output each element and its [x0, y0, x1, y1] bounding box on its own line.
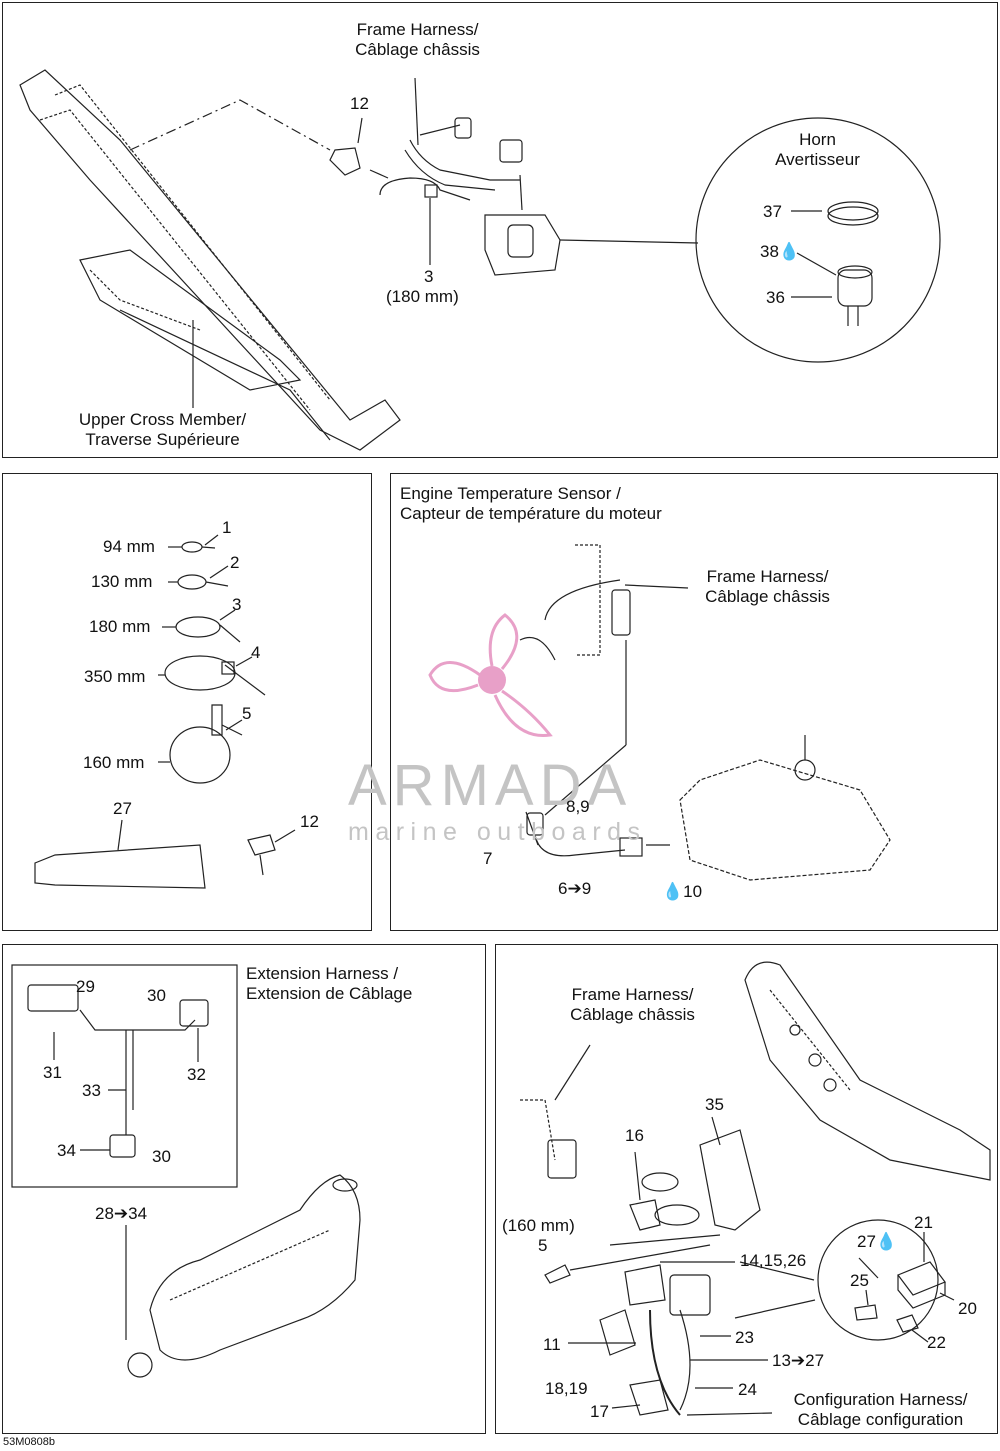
engine-sensor-drawing	[519, 544, 891, 881]
callout-18-19: 18,19	[545, 1379, 588, 1398]
callout-17: 17	[590, 1402, 609, 1421]
frame-harness-label: Frame Harness/Câblage châssis	[355, 20, 480, 59]
callout-14-15-26: 14,15,26	[740, 1251, 807, 1270]
callout-32: 32	[187, 1065, 206, 1084]
callout-31: 31	[43, 1063, 62, 1082]
upper-cross-member-label: Upper Cross Member/Traverse Supérieure	[78, 410, 247, 449]
oil-drop-icon: 💧	[662, 882, 684, 901]
callout-11: 11	[543, 1335, 561, 1354]
callout-38: 38💧	[760, 242, 801, 261]
callout-29: 29	[76, 977, 95, 996]
oil-drop-icon: 💧	[778, 242, 801, 261]
extension-harness-drawing	[11, 964, 361, 1378]
callout-22: 22	[927, 1333, 946, 1352]
configuration-harness-drawing	[520, 961, 991, 1416]
callout-27: 27	[113, 799, 132, 818]
tie-size-5: 160 mm	[83, 753, 145, 772]
tie-num-1: 1	[222, 518, 232, 537]
callout-16: 16	[625, 1126, 644, 1145]
panel-extension-harness	[2, 944, 486, 1434]
configuration-harness-label: Configuration Harness/Câblage configurat…	[793, 1390, 968, 1429]
callout-37: 37	[763, 202, 782, 221]
config-frame-harness-label: Frame Harness/Câblage châssis	[570, 985, 695, 1024]
frame-harness-drawing	[329, 77, 699, 276]
callout-28-34: 28➔34	[95, 1204, 148, 1223]
callout-30-bottom: 30	[152, 1147, 171, 1166]
cable-ties-drawing	[34, 534, 296, 889]
tie-size-2: 130 mm	[91, 572, 153, 591]
callout-24: 24	[738, 1380, 757, 1399]
engine-frame-harness-label: Frame Harness/Câblage châssis	[705, 567, 830, 606]
callout-34: 34	[57, 1141, 76, 1160]
tie-num-2: 2	[230, 553, 240, 572]
callout-23: 23	[735, 1328, 754, 1347]
callout-6-9: 6➔9	[558, 879, 592, 898]
callout-33: 33	[82, 1081, 101, 1100]
callout-30-top: 30	[147, 986, 166, 1005]
callout-160mm: (160 mm)	[502, 1216, 575, 1235]
watermark-title: ARMADA	[348, 753, 633, 818]
tie-size-1: 94 mm	[103, 537, 155, 556]
tie-num-5: 5	[242, 704, 252, 723]
tie-size-3: 180 mm	[89, 617, 151, 636]
callout-8-9: 8,9	[566, 797, 590, 816]
callout-12: 12	[350, 94, 369, 113]
callout-27-config: 27💧	[857, 1232, 898, 1251]
tie-size-4: 350 mm	[84, 667, 146, 686]
callout-12-screw: 12	[300, 812, 319, 831]
callout-3: 3	[424, 267, 434, 286]
panel-frame-harness	[2, 2, 998, 458]
extension-harness-title: Extension Harness /Extension de Câblage	[246, 964, 413, 1003]
tie-num-4: 4	[251, 643, 261, 662]
callout-3-size: (180 mm)	[386, 287, 459, 306]
frame-drawing	[19, 69, 401, 451]
armada-logo	[428, 613, 553, 737]
callout-20: 20	[958, 1299, 977, 1318]
callout-10: 💧10	[662, 882, 703, 901]
watermark-subtitle: marine outboards	[348, 818, 647, 846]
panel-engine-temp-sensor	[390, 473, 998, 931]
panel-cable-ties	[2, 473, 372, 931]
tie-num-3: 3	[232, 595, 242, 614]
panel-configuration-harness	[495, 944, 998, 1434]
callout-36: 36	[766, 288, 785, 307]
callout-25: 25	[850, 1271, 869, 1290]
engine-temp-sensor-title: Engine Temperature Sensor /Capteur de te…	[400, 484, 662, 523]
callout-13-27: 13➔27	[772, 1351, 825, 1370]
oil-drop-icon: 💧	[875, 1232, 898, 1251]
callout-5: 5	[538, 1236, 548, 1255]
callout-7: 7	[483, 849, 493, 868]
horn-detail-drawing	[695, 117, 941, 363]
callout-21: 21	[914, 1213, 933, 1232]
figure-code: 53M0808b	[3, 1436, 55, 1448]
callout-35: 35	[705, 1095, 724, 1114]
